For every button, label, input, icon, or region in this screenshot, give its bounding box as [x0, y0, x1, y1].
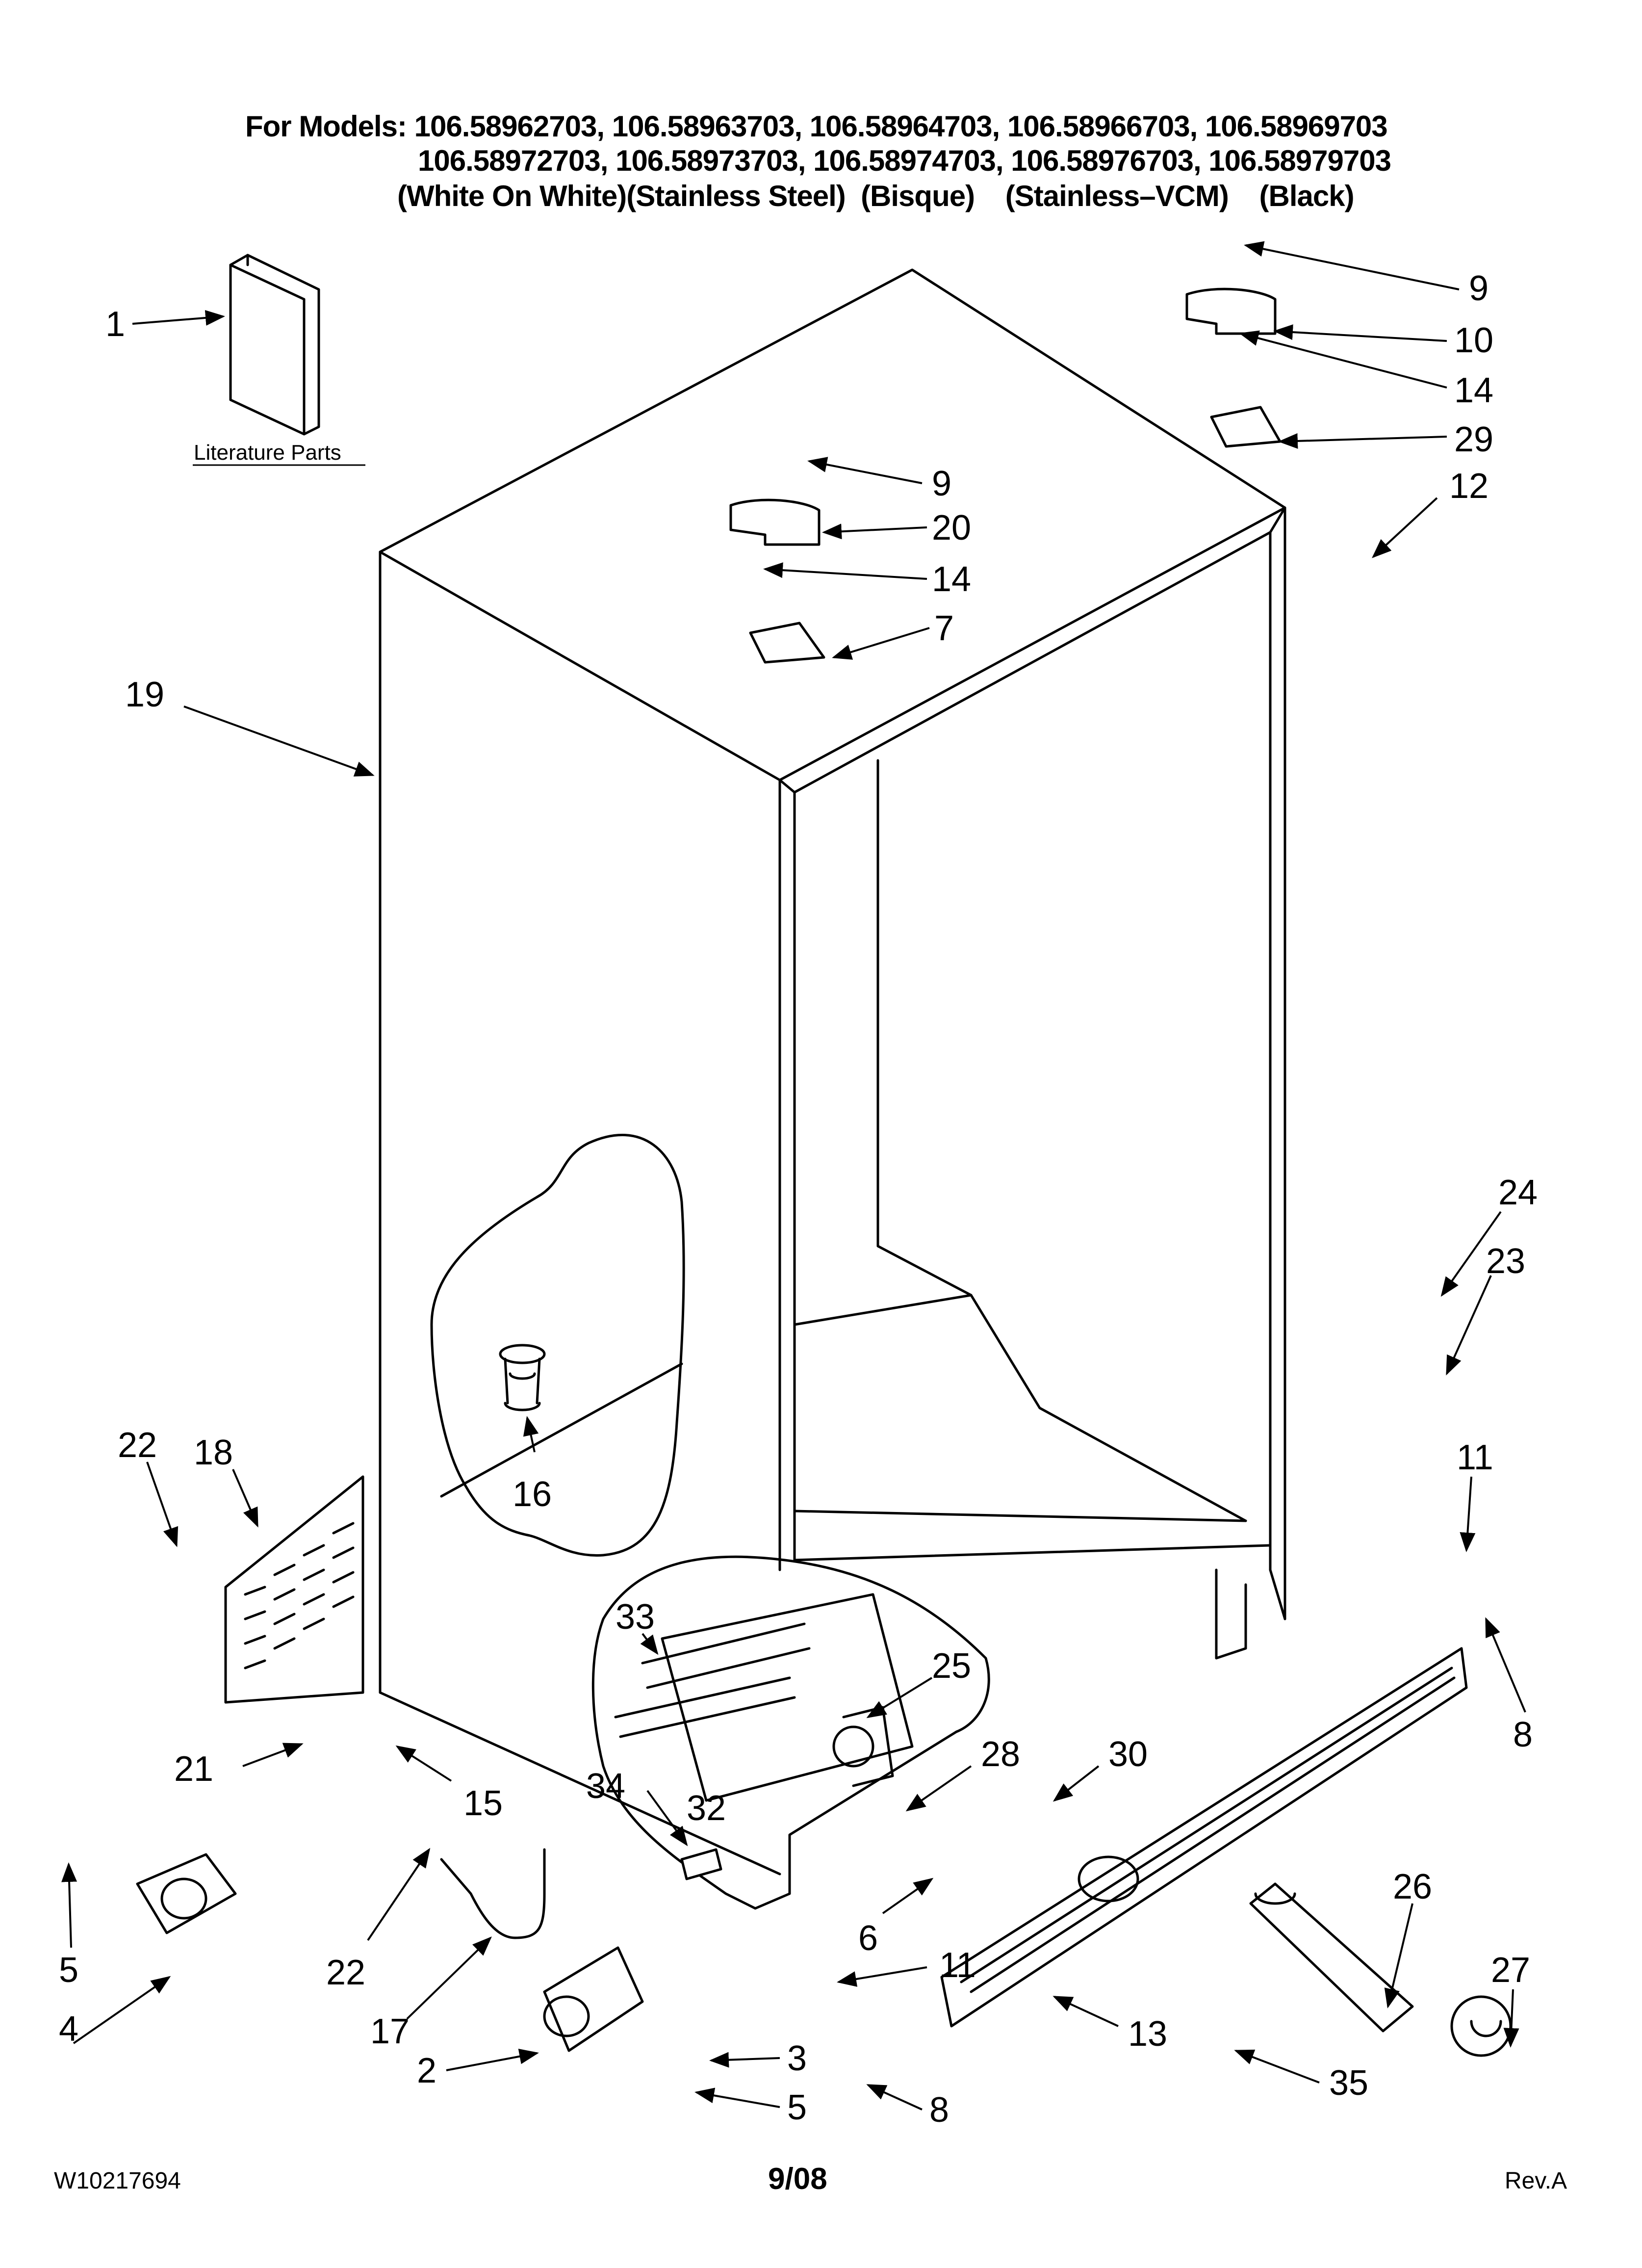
callout-15: 15: [463, 1784, 503, 1823]
callout-14: 14: [932, 560, 971, 599]
callout-14: 14: [1454, 371, 1493, 410]
callout-8: 8: [1513, 1715, 1533, 1754]
finishes-line: (White On White)(Stainless Steel) (Bisqu…: [397, 180, 1355, 212]
callout-13: 13: [1128, 2014, 1167, 2054]
models-line-2: 106.58972703, 106.58973703, 106.58974703…: [418, 144, 1391, 177]
callout-16: 16: [513, 1475, 552, 1514]
callout-7: 7: [934, 609, 954, 648]
callout-22: 22: [326, 1953, 365, 1992]
callout-1: 1: [105, 305, 125, 344]
top-hinge-right: [1185, 287, 1282, 448]
top-hinge-center: [729, 498, 825, 664]
rear-grille: [224, 1475, 364, 1704]
water-tube: [440, 1848, 546, 1939]
drain-cutout: [430, 1133, 685, 1557]
callout-4: 4: [59, 2009, 78, 2049]
toe-grille: [940, 1647, 1468, 2028]
callout-19: 19: [125, 675, 164, 714]
machine-compartment-cutout: [591, 1555, 990, 1910]
revision-label: Rev.A: [1505, 2168, 1567, 2194]
callout-29: 29: [1454, 420, 1493, 459]
callout-33: 33: [616, 1597, 655, 1637]
callout-3: 3: [787, 2039, 807, 2078]
header: For Models: 106.58962703, 106.58963703, …: [0, 0, 1642, 245]
callout-5: 5: [787, 2088, 807, 2127]
issue-date: 9/08: [768, 2162, 827, 2196]
callout-17: 17: [370, 2012, 410, 2051]
literature-booklet: [229, 254, 320, 436]
callout-10: 10: [1454, 321, 1493, 360]
rear-roller: [136, 1853, 237, 1934]
callout-12: 12: [1449, 467, 1488, 506]
document-number: W10217694: [54, 2168, 181, 2194]
callout-24: 24: [1498, 1173, 1538, 1212]
cabinet-shell: [379, 268, 1286, 1876]
callout-22: 22: [118, 1426, 157, 1465]
front-roller: [543, 1946, 644, 2052]
callout-30: 30: [1108, 1735, 1148, 1774]
callout-35: 35: [1329, 2063, 1368, 2103]
callout-9: 9: [932, 464, 951, 503]
callout-numbers: 1 9 10 14 29 12 9 20 14 7 19 24 23 11 8 …: [59, 269, 1538, 2130]
callout-21: 21: [174, 1749, 213, 1789]
callout-26: 26: [1393, 1867, 1432, 1906]
callout-11: 11: [939, 1946, 976, 1985]
callout-20: 20: [932, 508, 971, 547]
callout-28: 28: [981, 1735, 1020, 1774]
callout-18: 18: [194, 1433, 233, 1472]
callout-11: 11: [1457, 1438, 1493, 1477]
callout-8: 8: [929, 2090, 949, 2130]
callout-25: 25: [932, 1646, 971, 1686]
callout-32: 32: [687, 1789, 726, 1828]
models-line-1: For Models: 106.58962703, 106.58963703, …: [245, 110, 1388, 143]
callout-27: 27: [1491, 1951, 1530, 1990]
callout-5: 5: [59, 1951, 78, 1990]
callout-2: 2: [417, 2051, 436, 2090]
callout-6: 6: [858, 1919, 878, 1958]
callout-23: 23: [1486, 1242, 1525, 1281]
literature-parts-label: Literature Parts: [194, 441, 341, 465]
callout-9: 9: [1469, 269, 1488, 308]
callout-34: 34: [586, 1767, 625, 1806]
water-filter: [1249, 1882, 1512, 2057]
